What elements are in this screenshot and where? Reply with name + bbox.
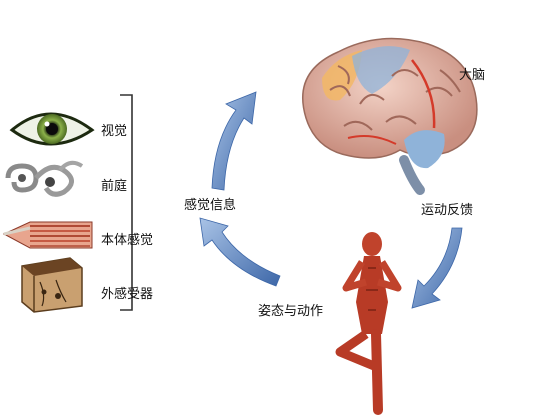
senses-bracket [120, 94, 133, 311]
sense-label-proprioception: 本体感觉 [101, 233, 154, 248]
human-figure [335, 232, 402, 415]
motor-feedback-label: 运动反馈 [421, 203, 474, 218]
arrow-motor-feedback [411, 227, 463, 309]
inner-ear-icon [5, 160, 84, 197]
brain-illustration [302, 37, 478, 195]
sense-label-exteroceptor: 外感受器 [101, 287, 154, 302]
arrow-to-brain [211, 91, 257, 191]
brain-label: 大脑 [459, 68, 486, 83]
sense-label-vestibular: 前庭 [101, 179, 128, 194]
skin-receptor-icon [21, 257, 83, 313]
sensory-info-label: 感觉信息 [184, 198, 237, 213]
arrow-sensory-info [199, 217, 281, 287]
sense-label-vision: 视觉 [101, 124, 128, 139]
posture-action-label: 姿态与动作 [258, 304, 324, 319]
eye-icon [9, 112, 95, 146]
muscle-icon [2, 221, 93, 249]
